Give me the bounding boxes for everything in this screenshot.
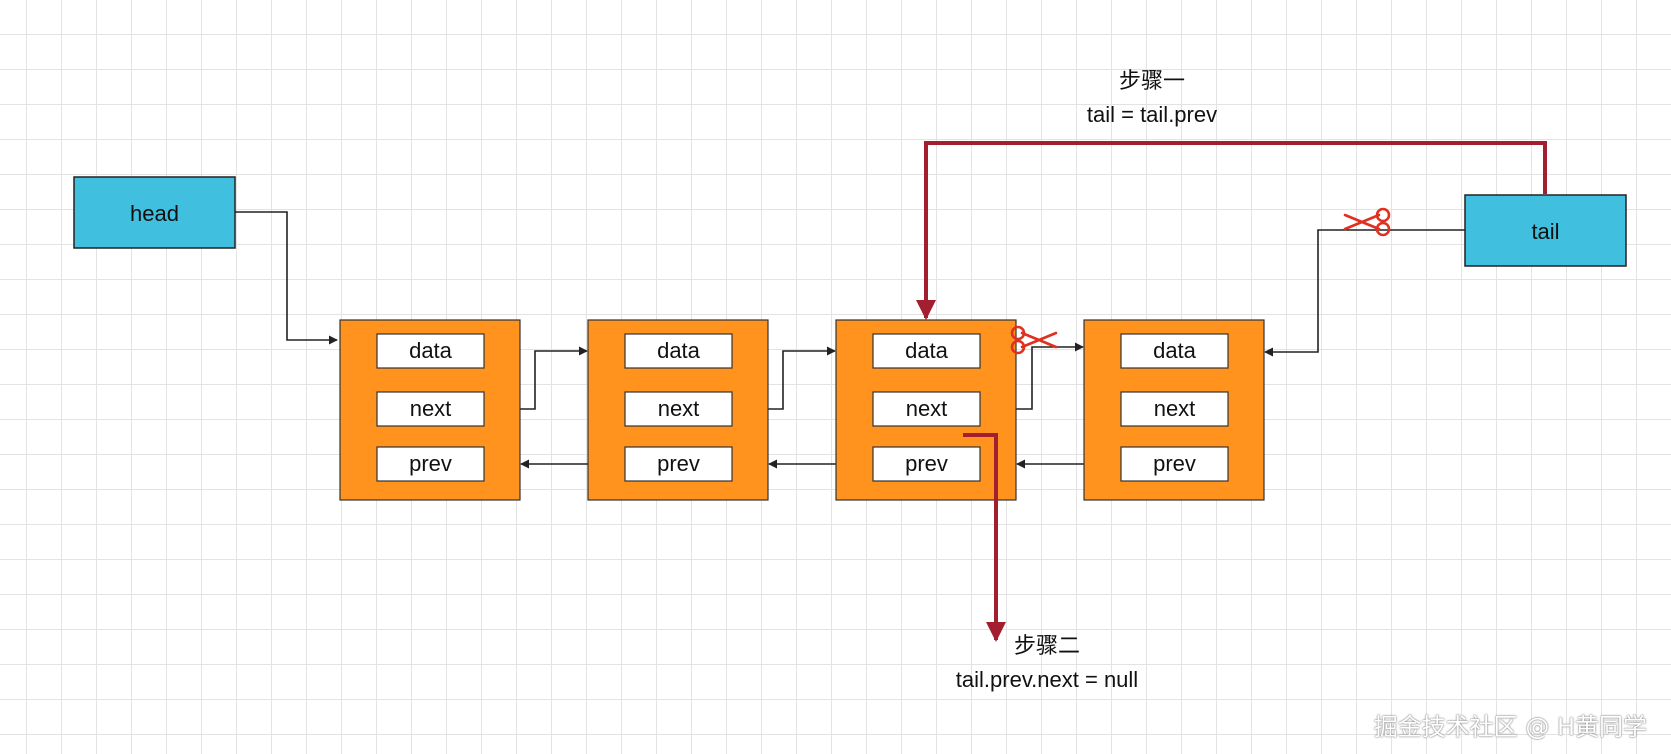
tail-pointer: tail — [1464, 194, 1627, 267]
node-next-label: next — [906, 396, 948, 421]
node-prev-label: prev — [409, 451, 452, 476]
node-data-label: data — [409, 338, 453, 363]
step1-red-arrow — [916, 141, 1547, 320]
scissors-icon — [1010, 325, 1058, 355]
watermark: 掘金技术社区 @ H黄同学 — [1373, 713, 1647, 741]
node-next-label: next — [658, 396, 700, 421]
node-prev-field: prev — [376, 446, 485, 482]
head-label: head — [130, 201, 179, 226]
node-prev-label: prev — [1153, 451, 1196, 476]
list-node-1: data next prev — [339, 319, 521, 501]
node-prev-label: prev — [905, 451, 948, 476]
step1-title: 步骤一 — [1118, 68, 1185, 93]
node-next-field: next — [1120, 391, 1229, 427]
node-next-field: next — [872, 391, 981, 427]
list-node-4: data next prev — [1083, 319, 1265, 501]
node-data-field: data — [376, 333, 485, 369]
node-next-label: next — [1154, 396, 1196, 421]
node-data-label: data — [1153, 338, 1197, 363]
head-pointer: head — [73, 176, 236, 249]
step1-code: tail = tail.prev — [1086, 102, 1218, 127]
node-prev-label: prev — [657, 451, 700, 476]
step2-title: 步骤二 — [1013, 633, 1080, 658]
scissors-icon — [1343, 207, 1391, 237]
tail-label: tail — [1531, 219, 1559, 244]
node-data-field: data — [872, 333, 981, 369]
node-next-label: next — [410, 396, 452, 421]
step1-label: 步骤一 tail = tail.prev — [1052, 64, 1252, 132]
node-prev-field: prev — [1120, 446, 1229, 482]
node-prev-field: prev — [624, 446, 733, 482]
node-prev-field: prev — [872, 446, 981, 482]
node-data-label: data — [905, 338, 949, 363]
node-data-field: data — [624, 333, 733, 369]
step2-code: tail.prev.next = null — [955, 667, 1139, 692]
node-next-field: next — [376, 391, 485, 427]
step2-red-arrow — [963, 433, 1006, 642]
step2-label: 步骤二 tail.prev.next = null — [897, 629, 1197, 697]
list-node-2: data next prev — [587, 319, 769, 501]
node-data-label: data — [657, 338, 701, 363]
node-data-field: data — [1120, 333, 1229, 369]
tail-to-node4-arrow — [1264, 229, 1465, 357]
node-next-field: next — [624, 391, 733, 427]
head-to-node1-arrow — [235, 211, 338, 345]
list-node-3: data next prev — [835, 319, 1017, 501]
